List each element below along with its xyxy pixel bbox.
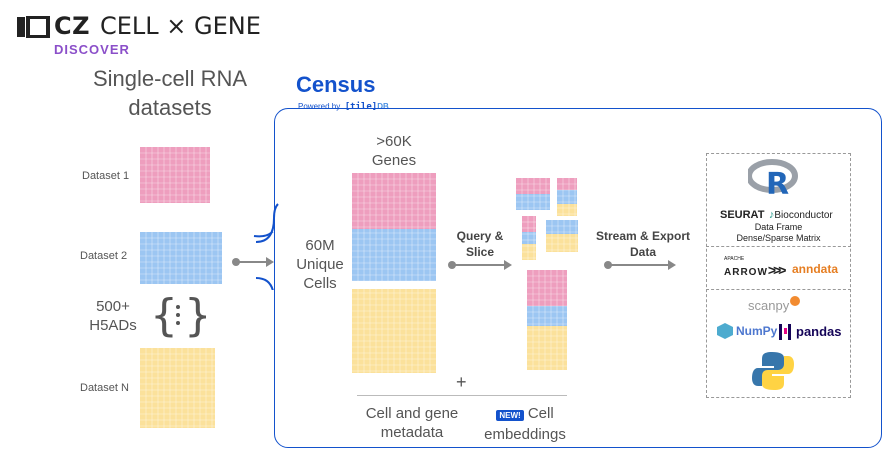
slice-3 [522, 216, 536, 260]
dataset-1-grid [140, 147, 210, 203]
apache-arrow-logo: APACHE ARROW>>> [724, 256, 786, 280]
stream-label: Stream & Export Data [584, 228, 702, 260]
slice-1 [516, 178, 550, 210]
ingest-arrow [232, 232, 274, 267]
metadata-line1: Cell and gene [365, 405, 459, 422]
metadata-divider [357, 395, 567, 396]
tiledb-logo-tile: [tile] [344, 102, 378, 112]
dataset-n-grid [140, 348, 215, 428]
stream-line2: Data [629, 245, 656, 259]
dataset-n-label: Dataset N [80, 382, 129, 394]
bioconductor-icon: ♪ [768, 209, 775, 221]
datasets-title-line1: Single-cell RNA [92, 66, 248, 91]
svg-text:R: R [766, 167, 789, 198]
logo-discover: DISCOVER [54, 42, 130, 57]
apache-prefix: APACHE [724, 256, 745, 262]
genes-count: >60K [376, 133, 412, 150]
stream-arrow [604, 260, 676, 270]
dataset-2-label: Dataset 2 [80, 250, 128, 262]
dataset-1-label: Dataset 1 [82, 170, 130, 182]
query-arrow [448, 260, 512, 270]
arrow-text: ARROW [724, 267, 768, 278]
tools-divider-2 [706, 289, 851, 290]
cells-count: 60M [305, 237, 335, 254]
plus-sign: + [456, 372, 467, 392]
cz-logo-icon [17, 16, 50, 38]
metadata-label: Cell and gene metadata [350, 404, 474, 442]
curly-braces-icon: { } [150, 292, 206, 338]
embeddings-label: NEW! Cell embeddings [470, 404, 580, 444]
cells-word1: Unique [296, 256, 344, 273]
scanpy-logo: scanpy [748, 298, 790, 313]
numpy-logo: NumPy [736, 324, 778, 338]
slice-5 [527, 270, 567, 370]
datasets-title-line2: datasets [128, 95, 212, 120]
dataframe-line1: Data Frame [754, 222, 803, 232]
cells-word2: Cells [303, 275, 337, 292]
logo-cz: CZ [54, 12, 91, 40]
tiledb-logo-db: DB [377, 102, 389, 111]
arrow-chevrons-icon: >>> [767, 262, 786, 278]
pandas-logo: pandas [796, 324, 842, 339]
dataset-2-grid [140, 232, 222, 284]
seurat-bioc-row: SEURAT ♪Bioconductor [720, 205, 833, 223]
slice-2 [557, 178, 577, 216]
census-title: Census [296, 72, 376, 97]
embeddings-line1: Cell [527, 405, 554, 422]
anndata-logo: anndata [792, 262, 839, 276]
metadata-line2: metadata [380, 424, 444, 441]
numpy-icon [717, 323, 733, 339]
dataframe-line2: Dense/Sparse Matrix [736, 233, 821, 243]
new-badge: NEW! [496, 410, 524, 421]
h5ad-count-number: 500+ [96, 298, 130, 315]
stream-line1: Stream & Export [595, 229, 691, 243]
census-matrix [352, 173, 436, 373]
census-powered-by: Powered by [tile]DB [298, 96, 389, 114]
seurat-logo: SEURAT [720, 209, 765, 221]
pandas-icon [779, 324, 791, 340]
svg-text:{: { [150, 292, 178, 338]
query-line2: Slice [465, 245, 495, 259]
datasets-title: Single-cell RNA datasets [70, 64, 270, 122]
h5ad-count: 500+ H5ADs [78, 297, 148, 335]
python-logo-icon [752, 352, 794, 390]
logo-brand: CELL × GENE [100, 12, 261, 40]
genes-label: >60K Genes [344, 132, 444, 170]
tools-divider-1 [706, 246, 851, 247]
census-box [274, 108, 882, 448]
slice-4 [546, 220, 578, 252]
powered-by-text: Powered by [298, 102, 341, 111]
h5ad-count-label: H5ADs [89, 317, 137, 334]
query-line1: Query & [456, 229, 504, 243]
embeddings-line2: embeddings [484, 426, 566, 443]
svg-text:}: } [184, 292, 206, 338]
query-label: Query & Slice [444, 228, 516, 260]
r-logo-icon: R [748, 159, 798, 198]
bioconductor-logo: Bioconductor [774, 210, 833, 221]
tools-box [706, 153, 851, 398]
genes-word: Genes [371, 152, 417, 169]
cells-label: 60M Unique Cells [284, 236, 356, 293]
dataframe-label: Data Frame Dense/Sparse Matrix [706, 222, 851, 244]
scanpy-icon [790, 296, 800, 306]
